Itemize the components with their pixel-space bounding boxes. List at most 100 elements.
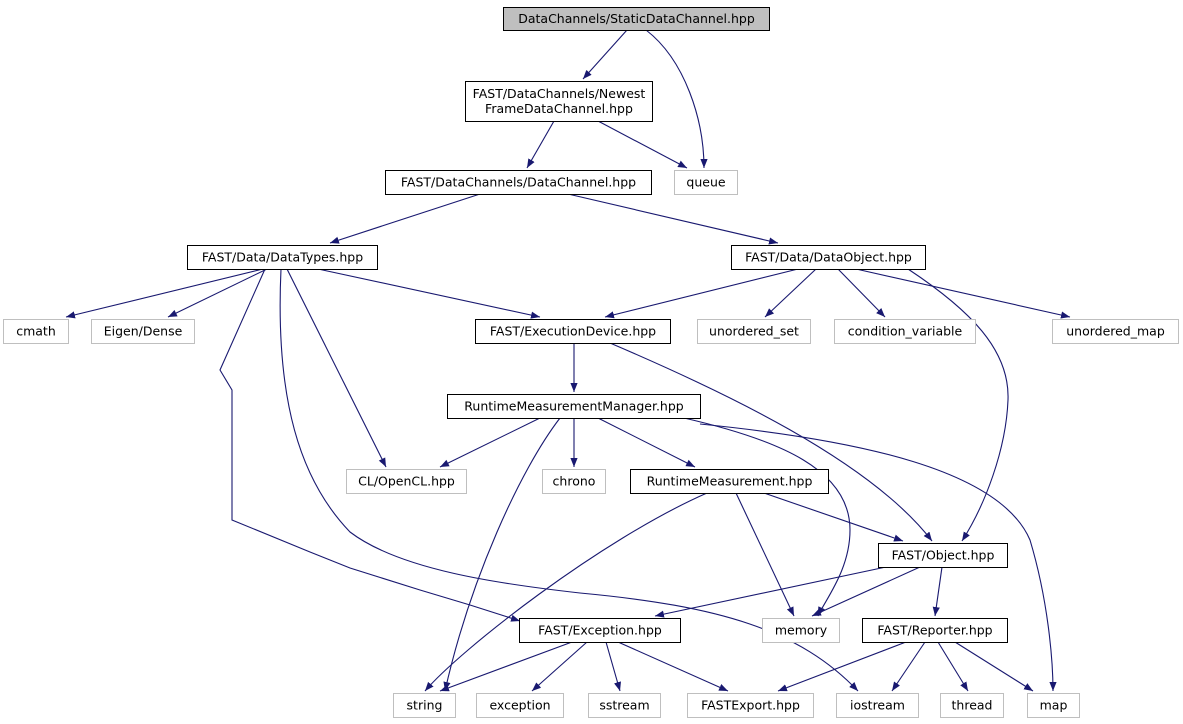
edge-dataobject-to-unordered_set bbox=[764, 268, 817, 318]
node-exception[interactable]: FAST/Exception.hpp bbox=[519, 618, 681, 643]
node-label: FAST/ExecutionDevice.hpp bbox=[490, 324, 656, 339]
node-label: FASTExport.hpp bbox=[701, 698, 800, 713]
edge-object-to-reporter bbox=[932, 566, 943, 617]
edge-datatypes-to-execdevice bbox=[317, 268, 541, 319]
node-box bbox=[91, 319, 195, 344]
edge-rtmm-to-rtm bbox=[597, 417, 696, 468]
edge-dataobject-to-object bbox=[907, 268, 1009, 542]
edges-layer bbox=[65, 29, 1071, 692]
edge-exception-to-string bbox=[439, 641, 573, 692]
node-box bbox=[862, 618, 1008, 643]
node-box bbox=[3, 319, 69, 344]
edge-reporter-to-iostream bbox=[891, 641, 926, 692]
node-thread: thread bbox=[940, 693, 1004, 718]
node-datachannel[interactable]: FAST/DataChannels/DataChannel.hpp bbox=[385, 170, 652, 195]
node-unordered_set: unordered_set bbox=[697, 319, 811, 344]
edge-newest-to-queue bbox=[597, 120, 688, 169]
node-execdevice[interactable]: FAST/ExecutionDevice.hpp bbox=[475, 319, 671, 344]
edge-dataobject-to-condvar bbox=[837, 268, 886, 318]
node-box bbox=[674, 170, 738, 195]
node-label: unordered_set bbox=[709, 324, 799, 339]
edge-reporter-to-map bbox=[954, 641, 1034, 692]
node-box bbox=[187, 245, 378, 270]
node-string: string bbox=[393, 693, 456, 718]
node-map: map bbox=[1027, 693, 1080, 718]
edge-rtmm-to-opencl bbox=[439, 417, 541, 468]
node-label: FAST/Object.hpp bbox=[892, 548, 995, 563]
node-object[interactable]: FAST/Object.hpp bbox=[878, 543, 1008, 568]
node-reporter[interactable]: FAST/Reporter.hpp bbox=[862, 618, 1008, 643]
node-label: thread bbox=[952, 698, 993, 713]
node-box bbox=[630, 469, 829, 494]
edge-datatypes-to-eigen bbox=[167, 268, 268, 318]
edge-root-to-queue bbox=[645, 29, 708, 169]
node-label: cmath bbox=[16, 324, 56, 339]
node-rtmm[interactable]: RuntimeMeasurementManager.hpp bbox=[447, 394, 701, 419]
node-newest[interactable]: FAST/DataChannels/NewestFrameDataChannel… bbox=[465, 81, 653, 122]
node-label: map bbox=[1040, 698, 1068, 713]
node-root[interactable]: DataChannels/StaticDataChannel.hpp bbox=[503, 7, 770, 31]
node-memory: memory bbox=[762, 618, 840, 643]
node-label: chrono bbox=[553, 474, 596, 489]
node-label: queue bbox=[686, 175, 725, 190]
node-box bbox=[475, 319, 671, 344]
edge-rtmm-to-string bbox=[443, 417, 561, 692]
node-box bbox=[731, 245, 926, 270]
node-cmath: cmath bbox=[3, 319, 69, 344]
node-datatypes[interactable]: FAST/Data/DataTypes.hpp bbox=[187, 245, 378, 270]
edge-datachannel-to-dataobject bbox=[567, 193, 779, 245]
edge-dataobject-to-unordered_map bbox=[855, 268, 1071, 319]
node-label: FrameDataChannel.hpp bbox=[485, 101, 633, 116]
node-box bbox=[762, 618, 840, 643]
node-label: FAST/Reporter.hpp bbox=[877, 623, 992, 638]
node-fastexport: FASTExport.hpp bbox=[687, 693, 814, 718]
node-eigen: Eigen/Dense bbox=[91, 319, 195, 344]
node-label: FAST/DataChannels/DataChannel.hpp bbox=[401, 175, 636, 190]
node-box bbox=[878, 543, 1008, 568]
node-label: sstream bbox=[599, 698, 649, 713]
node-label: exception bbox=[489, 698, 550, 713]
node-box bbox=[836, 693, 919, 718]
edge-datatypes-to-cmath bbox=[65, 268, 264, 319]
edge-object-to-exception bbox=[654, 566, 887, 618]
edge-exception-to-sstream bbox=[605, 641, 621, 692]
edge-rtmm-to-memory bbox=[683, 417, 851, 617]
edge-rtm-to-string bbox=[424, 492, 708, 692]
edge-datatypes-to-opencl bbox=[286, 268, 387, 468]
edge-execdevice-to-object bbox=[609, 342, 933, 542]
node-box bbox=[687, 693, 814, 718]
node-label: FAST/Data/DataTypes.hpp bbox=[202, 250, 363, 265]
nodes-layer: DataChannels/StaticDataChannel.hppFAST/D… bbox=[3, 7, 1179, 718]
node-label: FAST/Exception.hpp bbox=[538, 623, 662, 638]
node-label: DataChannels/StaticDataChannel.hpp bbox=[518, 11, 755, 26]
node-rtm[interactable]: RuntimeMeasurement.hpp bbox=[630, 469, 829, 494]
node-box bbox=[1027, 693, 1080, 718]
edge-datatypes-to-iostream bbox=[279, 268, 859, 692]
node-box bbox=[465, 81, 653, 122]
node-exception_std: exception bbox=[476, 693, 564, 718]
edge-newest-to-datachannel bbox=[526, 120, 555, 169]
node-label: string bbox=[407, 698, 443, 713]
edge-rtmm-to-map bbox=[699, 423, 1057, 692]
node-unordered_map: unordered_map bbox=[1052, 319, 1179, 344]
node-dataobject[interactable]: FAST/Data/DataObject.hpp bbox=[731, 245, 926, 270]
node-label: RuntimeMeasurement.hpp bbox=[647, 474, 813, 489]
node-box bbox=[542, 469, 606, 494]
edge-rtm-to-object bbox=[763, 492, 904, 542]
edge-rtm-to-memory bbox=[735, 492, 795, 617]
node-box bbox=[503, 7, 770, 31]
node-label: condition_variable bbox=[848, 324, 963, 339]
node-label: FAST/DataChannels/Newest bbox=[473, 86, 646, 101]
node-label: CL/OpenCL.hpp bbox=[358, 474, 455, 489]
node-label: iostream bbox=[850, 698, 905, 713]
node-condvar: condition_variable bbox=[834, 319, 976, 344]
edge-datachannel-to-datatypes bbox=[329, 193, 481, 244]
node-label: unordered_map bbox=[1066, 324, 1165, 339]
node-box bbox=[834, 319, 976, 344]
node-label: Eigen/Dense bbox=[104, 324, 183, 339]
node-opencl: CL/OpenCL.hpp bbox=[346, 469, 467, 494]
node-box bbox=[1052, 319, 1179, 344]
edge-datatypes-to-exception bbox=[219, 268, 521, 622]
node-box bbox=[447, 394, 701, 419]
